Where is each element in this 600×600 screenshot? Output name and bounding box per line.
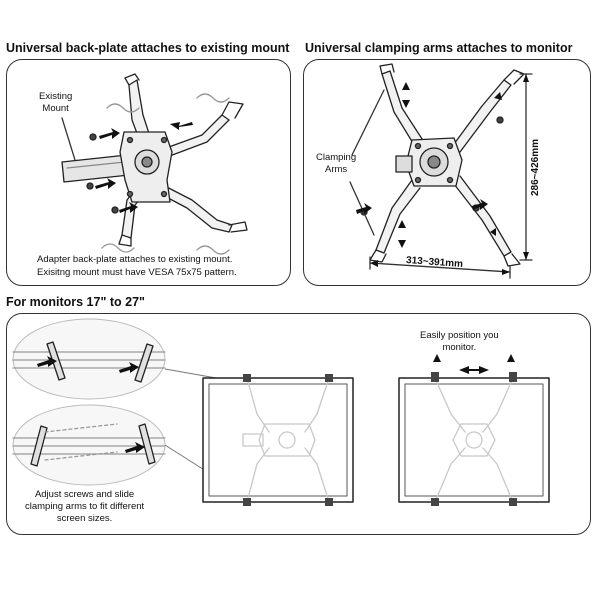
backplate-caption-line2: Exisitng mount must have VESA 75x75 patt…	[37, 267, 237, 278]
easy-position-label-line2: monitor.	[442, 342, 477, 353]
existing-mount-label-line1: Existing	[39, 91, 73, 102]
existing-mount-label-line2: Mount	[42, 103, 69, 114]
adjust-caption-line1: Adjust screws and slide	[34, 489, 135, 500]
clamping-arms-label-line2: Arms	[324, 164, 348, 175]
clamping-panel: Clamping Arms 286~426mm 313~391mm	[303, 59, 591, 286]
existing-mount-label: Existing Mount	[39, 91, 72, 115]
height-range-label: 286~426mm	[530, 139, 541, 196]
monitors-panel: Easily position you monitor. Adjust scre…	[6, 313, 591, 535]
adjust-screws-caption: Adjust screws and slide clamping arms to…	[25, 489, 144, 525]
backplate-caption-line1: Adapter back-plate attaches to existing …	[37, 254, 233, 265]
backplate-caption: Adapter back-plate attaches to existing …	[37, 253, 237, 279]
monitors-heading: For monitors 17" to 27"	[6, 295, 145, 309]
clamping-heading: Universal clamping arms attaches to moni…	[305, 41, 573, 55]
backplate-illustration	[61, 73, 248, 255]
backplate-panel: Existing Mount Adapter back-plate attach…	[6, 59, 291, 286]
clamping-arms-label: Clamping Arms	[316, 152, 356, 176]
adjust-caption-line2: clamping arms to fit different	[25, 501, 145, 512]
easy-position-label-line1: Easily position you	[420, 330, 499, 341]
easy-position-label: Easily position you monitor.	[420, 330, 499, 354]
adjust-caption-line3: screen sizes.	[56, 513, 113, 524]
clamping-illustration	[349, 63, 533, 279]
clamping-arms-label-line1: Clamping	[316, 152, 357, 163]
backplate-heading: Universal back-plate attaches to existin…	[6, 41, 290, 55]
monitors-illustration	[12, 318, 550, 506]
